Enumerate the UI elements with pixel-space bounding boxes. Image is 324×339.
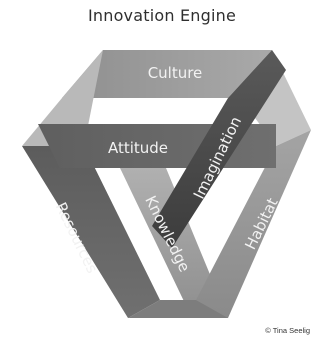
imagination-band — [152, 50, 286, 248]
resources-band — [22, 146, 160, 318]
culture-band — [62, 50, 272, 98]
diagram-title: Innovation Engine — [87, 6, 237, 25]
bottom-tip — [128, 300, 228, 318]
attitude-label: Attitude — [108, 139, 168, 157]
culture-label: Culture — [148, 64, 203, 82]
habitat-band — [196, 130, 311, 318]
left-tip — [22, 50, 103, 146]
copyright-credit: © Tina Seelig — [265, 326, 310, 335]
